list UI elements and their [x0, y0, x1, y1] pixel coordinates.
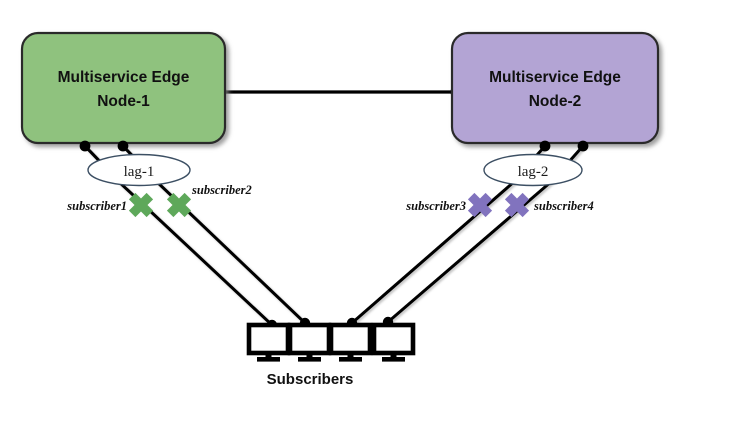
subscriber-labels: subscriber1 subscriber2 subscriber3 subs… — [66, 183, 593, 213]
subscriber4-label: subscriber4 — [533, 199, 594, 213]
subscriber1-x-icon — [128, 192, 154, 218]
subscriber3-label: subscriber3 — [405, 199, 466, 213]
subscriber2-label: subscriber2 — [191, 183, 252, 197]
subscribers-group-label: Subscribers — [267, 371, 354, 388]
monitor-icon-1[interactable] — [246, 322, 291, 362]
inter-node-link — [215, 86, 462, 98]
lag-2-label: lag-2 — [518, 164, 549, 180]
node-2-label-line2: Node-2 — [529, 93, 582, 110]
node-1-port-dot-b — [117, 140, 129, 152]
lag-1-ellipse[interactable] — [87, 153, 191, 187]
link-subscriber4 — [386, 179, 554, 324]
node-2-label-line1: Multiservice Edge — [489, 69, 621, 86]
lag-group-1[interactable]: lag-1 — [87, 153, 191, 187]
subscriber3-x-icon — [467, 192, 493, 218]
node-1-label-line1: Multiservice Edge — [58, 69, 190, 86]
node-port-dots — [79, 140, 589, 152]
lag-group-2[interactable]: lag-2 — [483, 153, 583, 187]
node-2-box[interactable] — [450, 31, 660, 145]
lag-1-label: lag-1 — [124, 164, 155, 180]
subscriber2-x-icon — [166, 192, 192, 218]
lag-2-ellipse[interactable] — [483, 153, 583, 187]
monitor-icon-4[interactable] — [371, 322, 416, 362]
node-2-port-dot-b — [577, 140, 589, 152]
node-2-port-dot-a — [539, 140, 551, 152]
node-1-port-dot-a — [79, 140, 91, 152]
subscriber4-x-icon — [504, 192, 530, 218]
node-1-box[interactable] — [20, 31, 227, 145]
node-multiservice-edge-node-1[interactable]: Multiservice Edge Node-1 — [20, 31, 227, 145]
monitor-icon-3[interactable] — [328, 322, 373, 362]
node-multiservice-edge-node-2[interactable]: Multiservice Edge Node-2 — [450, 31, 660, 145]
node-1-label-line2: Node-1 — [97, 93, 150, 110]
subscriber-x-markers — [128, 192, 530, 218]
link-subscriber3 — [350, 179, 517, 325]
monitor-icon-2[interactable] — [287, 322, 332, 362]
subscriber1-label: subscriber1 — [66, 199, 127, 213]
